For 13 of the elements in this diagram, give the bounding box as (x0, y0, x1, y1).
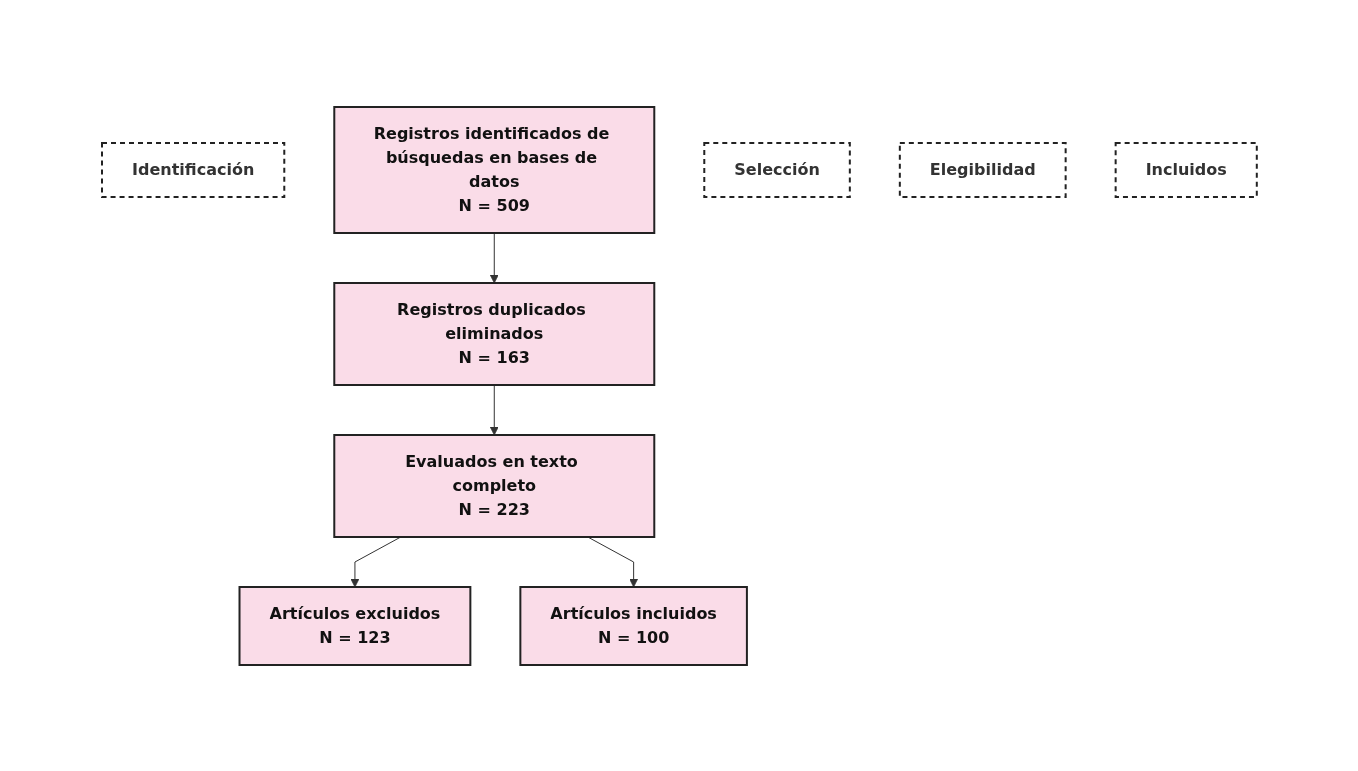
node-box: Artículos incluidos N = 100 (518, 585, 748, 666)
arrow (350, 536, 401, 587)
node-box: Elegibilidad (898, 141, 1067, 198)
node-box: Identificación (100, 141, 285, 198)
node-box: Selección (702, 141, 851, 198)
node-box: Evaluados en texto completo N = 223 (332, 433, 655, 538)
arrow (586, 536, 638, 587)
node-box: Registros duplicados eliminados N = 163 (332, 281, 655, 386)
arrow (489, 232, 499, 283)
arrow (489, 384, 499, 435)
node-box: Registros identificados de búsquedas en bases de datos N = 509 (332, 105, 655, 234)
node-box: Artículos excluidos N = 123 (238, 585, 471, 666)
node-box: Incluidos (1114, 141, 1258, 198)
